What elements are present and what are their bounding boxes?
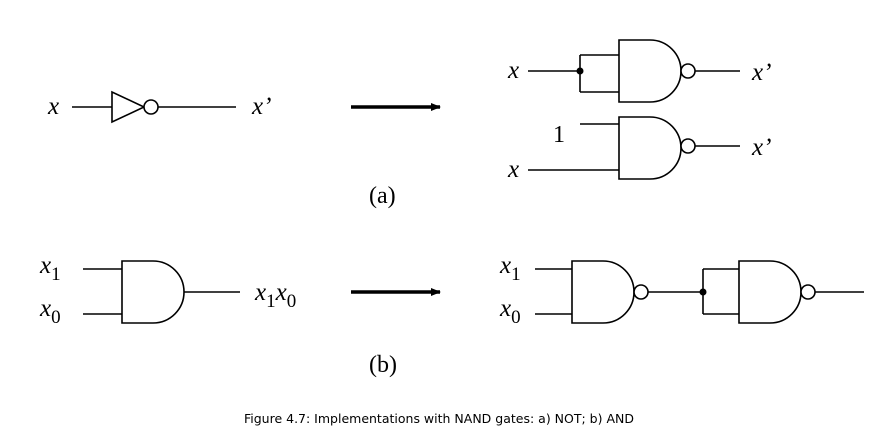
nand-tied-output-label: x’ (751, 59, 771, 86)
not-input-label: x (47, 93, 59, 120)
not-gate-bubble (143, 99, 159, 115)
and-gate (121, 260, 185, 324)
nand-const-output-label: x’ (751, 134, 771, 161)
and-output-label: x1x0 (254, 279, 296, 312)
nand-gate-const (618, 116, 682, 180)
nand-input-x1-label: x1 (499, 252, 521, 285)
nand-gate-bubble (680, 63, 696, 79)
part-b-label: (b) (369, 352, 397, 378)
nand-const-input-label: x (507, 156, 519, 183)
part-a-label: (a) (369, 183, 396, 209)
figure-caption: Figure 4.7: Implementations with NAND ga… (243, 411, 634, 426)
not-gate (111, 90, 146, 124)
nand-gate-bubble (680, 138, 696, 154)
and-input-x1-label: x1 (39, 252, 61, 285)
junction-dot (576, 67, 584, 75)
nand-gate-first (571, 260, 635, 324)
nand-gate-bubble (633, 284, 649, 300)
const-one-label: 1 (553, 122, 565, 148)
and-input-x0-label: x0 (39, 295, 61, 328)
not-output-label: x’ (251, 93, 271, 120)
not-gate-circuit: x x’ (47, 90, 271, 124)
nand-const-input-circuit: 1 x x’ (507, 116, 771, 183)
nand-tied-input-label: x (507, 57, 519, 84)
nand-gate-second (738, 260, 802, 324)
nand-and-circuit: x1 x0 (499, 252, 864, 328)
nand-gate-tied (618, 39, 682, 103)
nand-gate-bubble (800, 284, 816, 300)
nand-tied-inputs-circuit: x x’ (507, 39, 771, 103)
nand-input-x0-label: x0 (499, 295, 521, 328)
and-gate-circuit: x1 x0 x1x0 (39, 252, 296, 328)
